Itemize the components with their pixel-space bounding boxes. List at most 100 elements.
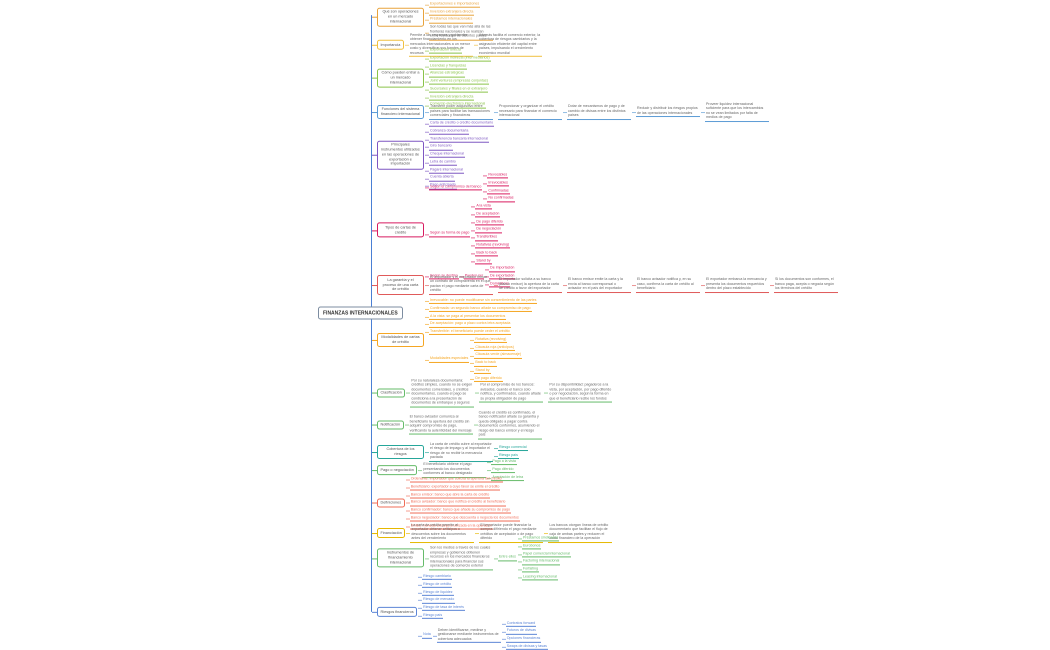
mindmap-node[interactable]: Riesgo de mercado [422,597,456,604]
mindmap-node[interactable]: Entre ellos [498,555,517,562]
mindmap-node[interactable]: Alianzas estratégicas [429,71,465,78]
mindmap-node[interactable]: De aceptación [475,211,501,218]
mindmap-node[interactable]: Banco negociador: banco que descuenta o … [409,515,520,522]
mindmap-node[interactable]: Rotativa (revolving) [474,337,508,344]
mindmap-node[interactable]: Back to back [475,250,498,257]
mindmap-node[interactable]: Por el compromiso de los bancos: avisado… [479,383,544,403]
mindmap-node[interactable]: Cláusula roja (anticipos) [474,345,515,351]
mindmap-node[interactable]: Cláusula verde (almacenaje) [474,352,523,359]
mindmap-node[interactable]: Riesgo de liquidez [422,589,454,596]
mindmap-node[interactable]: Proveer liquidez internacional suficient… [705,102,769,122]
mindmap-node[interactable]: La carta de crédito cubre al exportador … [429,442,493,462]
branch-topic[interactable]: Principales instrumentos utilizados en l… [377,140,424,170]
mindmap-node[interactable]: Cobranza documentaria [429,129,470,135]
mindmap-node[interactable]: El banco emisor emite la carta y la enví… [567,277,631,293]
mindmap-node[interactable]: Joint ventures (empresas conjuntas) [429,79,489,86]
mindmap-node[interactable]: Carta de crédito o crédito documentario [429,121,495,128]
mindmap-node[interactable]: Además facilita el comercio exterior, la… [477,33,542,58]
mindmap-node[interactable]: Permite a las empresas y gobiernos obten… [408,33,473,58]
mindmap-node[interactable]: Inversión extranjera directa [429,9,475,16]
mindmap-node[interactable]: Riesgo país [498,453,519,460]
mindmap-node[interactable]: Forfaiting [521,567,539,573]
branch-topic[interactable]: Clasificación [377,388,406,398]
branch-topic[interactable]: Funciones del sistema financiero interna… [377,104,424,120]
branch-topic[interactable]: Importancia [377,40,404,50]
mindmap-node[interactable]: Transferibles [475,235,498,241]
mindmap-node[interactable]: Cheque internacional [429,152,465,159]
branch-topic[interactable]: Cómo pueden entrar a un mercado internac… [377,68,424,88]
mindmap-node[interactable]: El banco avisador comunica al beneficiar… [408,415,473,435]
mindmap-node[interactable]: De exportación [489,274,516,280]
mindmap-node[interactable]: Son todas las que van más allá de las fr… [429,25,493,41]
mindmap-node[interactable]: Pago diferido [491,467,515,474]
mindmap-node[interactable]: Back to back [474,360,497,367]
mindmap-node[interactable]: Factoring internacional [521,559,561,566]
mindmap-node[interactable]: Sucursales y filiales en el extranjero [429,87,489,93]
mindmap-node[interactable]: De pago diferido [474,376,503,383]
mindmap-node[interactable]: Por su naturaleza documentaria: créditos… [410,379,475,408]
mindmap-node[interactable]: Riesgo país [422,613,444,620]
mindmap-node[interactable]: Cuenta abierta [429,175,455,182]
mindmap-node[interactable]: Banco emisor: banco que abre la carta de… [409,492,491,499]
mindmap-node[interactable]: Deben identificarse, medirse y gestionar… [436,628,501,644]
mindmap-node[interactable]: Según su forma de pago [429,231,471,238]
mindmap-node[interactable]: Reducir y distribuir los riesgos propios… [636,107,700,118]
mindmap-node[interactable]: El importador solicita a su banco (banco… [498,277,562,293]
mindmap-node[interactable]: Transferencia bancaria internacional [429,136,489,143]
mindmap-node[interactable]: Irrevocable: no puede modificarse sin co… [429,298,538,305]
mindmap-node[interactable]: Futuros de divisas [505,628,537,635]
mindmap-node[interactable]: Domésticas [489,281,510,288]
mindmap-node[interactable]: Contratos forward [505,621,537,627]
branch-topic[interactable]: Notificación [377,420,404,430]
mindmap-node[interactable]: Riesgo cambiario [422,574,452,581]
mindmap-node[interactable]: La carta de crédito permite al exportado… [410,523,475,543]
mindmap-node[interactable]: De aceptación: pago a plazo contra letra… [429,321,512,328]
mindmap-node[interactable]: Riesgo de tasa de interés [422,605,465,612]
branch-topic[interactable]: Financiación [377,528,406,538]
mindmap-node[interactable]: El importador y el exportador firman un … [429,275,493,295]
mindmap-node[interactable]: Aceptación de letra [491,475,525,481]
mindmap-node[interactable]: Si los documentos son conformes, el banc… [774,277,838,293]
mindmap-node[interactable]: Dotar de mecanismos de pago y de cambio … [567,104,631,120]
mindmap-node[interactable]: Ordenante: importador que solicita la ap… [409,477,503,483]
mindmap-node[interactable]: Son los medios a través de los cuales em… [429,546,493,571]
mindmap-node[interactable]: Modalidades especiales [429,356,470,363]
mindmap-node[interactable]: Por su disponibilidad: pagaderos a la vi… [548,383,613,403]
mindmap-node[interactable]: Stand by [474,368,491,375]
mindmap-node[interactable]: Beneficiario: exportador a cuyo favor se… [409,484,501,491]
mindmap-node[interactable]: Divisa: moneda extranjera utilizada en l… [409,523,494,530]
mindmap-node[interactable]: Confirmada: un segundo banco añade su co… [429,306,532,313]
mindmap-node[interactable]: Exportación indirecta (intermediarios) [429,55,491,62]
mindmap-node[interactable]: Stand by [475,258,492,265]
mindmap-node[interactable]: Préstamos internacionales [429,17,474,24]
branch-topic[interactable]: Instrumentos de financiamiento internaci… [377,548,424,568]
mindmap-node[interactable]: A la vista: se paga al presentar los doc… [429,314,507,320]
mindmap-node[interactable]: Banco avisador: banco que notifica el cr… [409,500,507,507]
mindmap-node[interactable]: El banco avisador notifica y, en su caso… [636,277,700,293]
mindmap-node[interactable]: Exportación directa [429,48,462,54]
branch-topic[interactable]: Definiciones [377,498,405,508]
mindmap-node[interactable]: Opciones financieras [505,636,542,643]
mindmap-node[interactable]: El importador puede financiar la compra … [479,523,544,543]
mindmap-node[interactable]: El beneficiario obtiene el pago presenta… [422,462,487,478]
mindmap-node[interactable]: De pago diferido [475,219,504,226]
mindmap-node[interactable]: Nota [422,632,432,639]
mindmap-node[interactable]: Leasing internacional [521,574,558,581]
mindmap-node[interactable]: Exportaciones e importaciones [429,1,481,8]
mindmap-node[interactable]: No confirmadas [487,196,515,203]
mindmap-node[interactable]: Papel comercial internacional [521,551,571,558]
mindmap-node[interactable]: Préstamos sindicados [521,535,560,542]
mindmap-node[interactable]: Rotativas (revolving) [475,242,511,249]
mindmap-node[interactable]: Irrevocables [487,180,509,187]
mindmap-node[interactable]: El exportador embarca la mercancía y pre… [705,277,769,293]
mindmap-node[interactable]: Pagaré internacional [429,167,464,174]
branch-topic[interactable]: Pago o negociación [377,465,418,475]
branch-topic[interactable]: La garantía y el proceso de una carta de… [377,275,424,295]
mindmap-node[interactable]: Transferir poder adquisitivo entre paíse… [429,104,493,120]
mindmap-node[interactable]: Riesgo comercial [498,445,528,452]
mindmap-node[interactable]: Licencias y franquicias [429,63,468,70]
mindmap-node[interactable]: Banco confirmador: banco que añade su co… [409,508,511,514]
mindmap-node[interactable]: Proporcionar y organizar el crédito nece… [498,104,562,120]
mindmap-node[interactable]: Giro bancario [429,144,453,151]
mindmap-node[interactable]: Riesgo de crédito [422,582,453,588]
